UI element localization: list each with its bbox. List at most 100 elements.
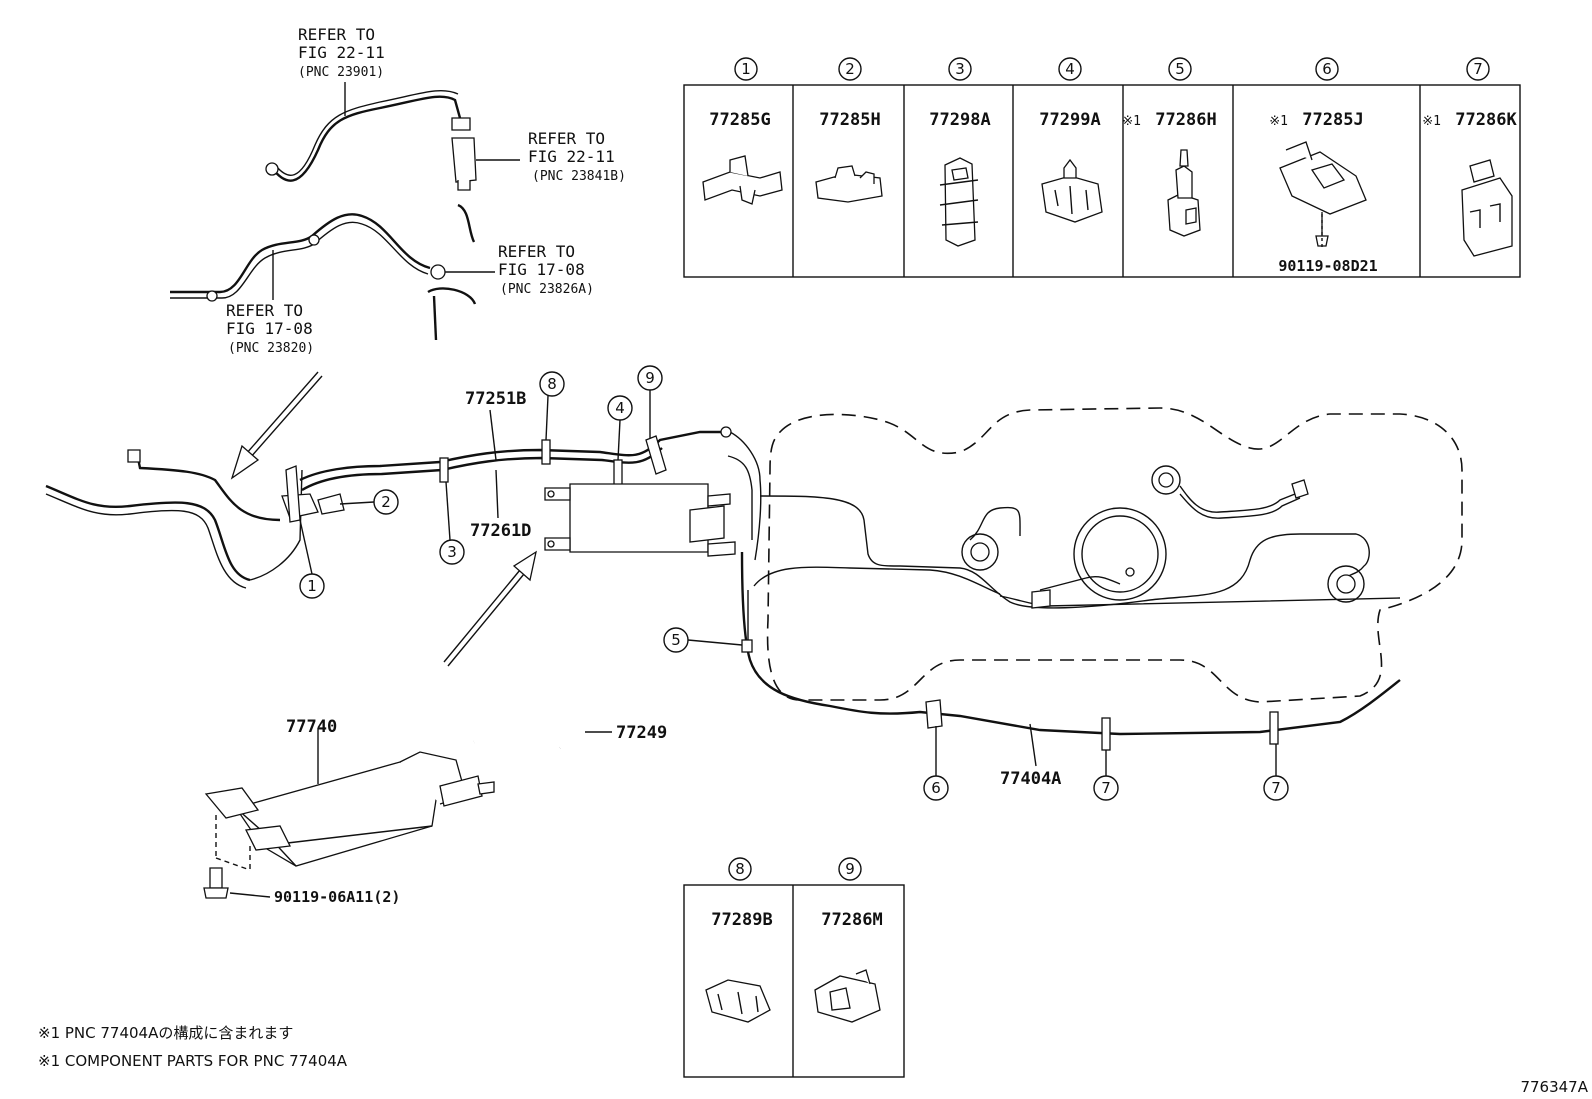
figure-id: 776347A bbox=[1520, 1078, 1588, 1096]
svg-text:REFER TO: REFER TO bbox=[528, 129, 605, 148]
marker-3: 3 bbox=[439, 481, 465, 565]
part-number-77299A: 77299A bbox=[1039, 110, 1100, 130]
clip-5-on-tube bbox=[741, 639, 753, 653]
svg-text:4: 4 bbox=[1065, 60, 1075, 78]
table-index-8: 8 bbox=[728, 857, 752, 881]
svg-text:5: 5 bbox=[1175, 60, 1185, 78]
reference-label-23901: REFER TO FIG 22-11 (PNC 23901) bbox=[298, 25, 385, 80]
svg-text:REFER TO: REFER TO bbox=[498, 242, 575, 261]
clip-77286M-drawing bbox=[814, 969, 881, 1023]
svg-text:FIG 17-08: FIG 17-08 bbox=[498, 260, 585, 279]
callout-77251B: 77251B bbox=[465, 389, 526, 409]
fuel-tank-outline bbox=[753, 407, 1463, 703]
clip-77285J-drawing bbox=[1279, 141, 1367, 250]
svg-text:FIG 17-08: FIG 17-08 bbox=[226, 319, 313, 338]
clip-77286H-drawing bbox=[1167, 149, 1201, 237]
marker-6: 6 bbox=[923, 726, 949, 801]
marker-1: 1 bbox=[299, 519, 325, 599]
svg-text:7: 7 bbox=[1271, 779, 1281, 797]
note-marker-6: ※1 bbox=[1269, 114, 1288, 129]
parts-table-top-frame bbox=[683, 84, 1521, 278]
svg-text:FIG 22-11: FIG 22-11 bbox=[298, 43, 385, 62]
parts-table-bottom: 8 9 77289B 77286M bbox=[683, 857, 905, 1078]
part-number-77298A: 77298A bbox=[929, 110, 990, 130]
table-index-1: 1 bbox=[734, 57, 758, 81]
part-number-77285H: 77285H bbox=[819, 110, 880, 130]
note-marker-7: ※1 bbox=[1422, 114, 1441, 129]
svg-text:(PNC 23901): (PNC 23901) bbox=[298, 65, 384, 80]
marker-2: 2 bbox=[339, 489, 399, 515]
callout-77740: 77740 bbox=[286, 717, 337, 737]
marker-9: 9 bbox=[637, 365, 663, 438]
note-marker-5: ※1 bbox=[1122, 114, 1141, 129]
marker-4: 4 bbox=[607, 395, 633, 461]
part-number-77289B: 77289B bbox=[711, 910, 772, 930]
svg-text:(PNC 23841B): (PNC 23841B) bbox=[532, 169, 626, 184]
fuel-line-assembly bbox=[45, 426, 1401, 751]
svg-text:5: 5 bbox=[671, 631, 681, 649]
table-index-4: 4 bbox=[1058, 57, 1082, 81]
marker-8: 8 bbox=[539, 371, 565, 441]
table-index-3: 3 bbox=[948, 57, 972, 81]
svg-text:4: 4 bbox=[615, 399, 625, 417]
clip-77299A-drawing bbox=[1041, 158, 1103, 223]
svg-text:REFER TO: REFER TO bbox=[226, 301, 303, 320]
reference-label-23820: REFER TO FIG 17-08 (PNC 23820) bbox=[226, 301, 314, 356]
parts-table-bottom-frame bbox=[683, 884, 905, 1078]
clip-3-on-tube bbox=[439, 457, 449, 483]
clip-7b-on-tube bbox=[1269, 711, 1279, 745]
clip-6-on-tube bbox=[925, 699, 943, 729]
footnote-english: ※1 COMPONENT PARTS FOR PNC 77404A bbox=[38, 1052, 348, 1070]
svg-text:(PNC 23826A): (PNC 23826A) bbox=[500, 282, 594, 297]
inline-canister bbox=[544, 483, 736, 557]
svg-text:9: 9 bbox=[645, 369, 655, 387]
part-number-77286K: 77286K bbox=[1455, 110, 1517, 130]
clip-77286K-drawing bbox=[1461, 159, 1513, 257]
part-number-90119-08D21: 90119-08D21 bbox=[1278, 257, 1377, 275]
svg-text:(PNC 23820): (PNC 23820) bbox=[228, 341, 314, 356]
svg-text:2: 2 bbox=[845, 60, 855, 78]
callout-90119-06A11: 90119-06A11(2) bbox=[274, 888, 400, 906]
part-number-77286M: 77286M bbox=[821, 910, 882, 930]
marker-5: 5 bbox=[663, 627, 743, 653]
svg-text:FIG 22-11: FIG 22-11 bbox=[528, 147, 615, 166]
reference-label-23826A: REFER TO FIG 17-08 (PNC 23826A) bbox=[498, 242, 594, 297]
clip-77298A-drawing bbox=[939, 157, 979, 247]
table-index-2: 2 bbox=[838, 57, 862, 81]
clip-77285H-drawing bbox=[815, 165, 883, 203]
marker-7a: 7 bbox=[1093, 750, 1119, 801]
direction-arrow-left bbox=[230, 371, 323, 480]
svg-text:9: 9 bbox=[845, 860, 855, 878]
svg-text:7: 7 bbox=[1101, 779, 1111, 797]
callout-77261D: 77261D bbox=[470, 521, 531, 541]
svg-text:8: 8 bbox=[547, 375, 557, 393]
part-number-77285G: 77285G bbox=[709, 110, 770, 130]
reference-hose-23820 bbox=[170, 213, 431, 302]
svg-text:1: 1 bbox=[307, 577, 317, 595]
clip-8-on-tube bbox=[541, 439, 551, 465]
bolt-90119-06A11 bbox=[209, 867, 223, 889]
svg-text:8: 8 bbox=[735, 860, 745, 878]
reference-hose-23826A bbox=[427, 264, 495, 341]
svg-text:3: 3 bbox=[447, 543, 457, 561]
clip-77285G-drawing bbox=[702, 155, 783, 205]
callout-77404A: 77404A bbox=[1000, 769, 1061, 789]
part-number-77285J: 77285J bbox=[1302, 110, 1363, 130]
svg-text:1: 1 bbox=[741, 60, 751, 78]
clip-9-on-tube bbox=[645, 435, 667, 475]
svg-text:REFER TO: REFER TO bbox=[298, 25, 375, 44]
reference-label-23841B: REFER TO FIG 22-11 (PNC 23841B) bbox=[528, 129, 626, 184]
part-number-77286H: 77286H bbox=[1155, 110, 1216, 130]
footnote-japanese: ※1 PNC 77404Aの構成に含まれます bbox=[38, 1024, 293, 1042]
table-index-9: 9 bbox=[838, 857, 862, 881]
charcoal-canister-77740 bbox=[203, 728, 495, 899]
clip-77289B-drawing bbox=[705, 979, 771, 1023]
svg-text:6: 6 bbox=[1322, 60, 1332, 78]
parts-table-top: 1 2 3 4 5 6 7 77285G 77285H 77298A 77299… bbox=[683, 57, 1521, 278]
direction-arrow-canister bbox=[443, 550, 537, 667]
table-index-7: 7 bbox=[1466, 57, 1490, 81]
callout-77249: 77249 bbox=[616, 723, 667, 743]
marker-7b: 7 bbox=[1263, 744, 1289, 801]
svg-text:7: 7 bbox=[1473, 60, 1483, 78]
